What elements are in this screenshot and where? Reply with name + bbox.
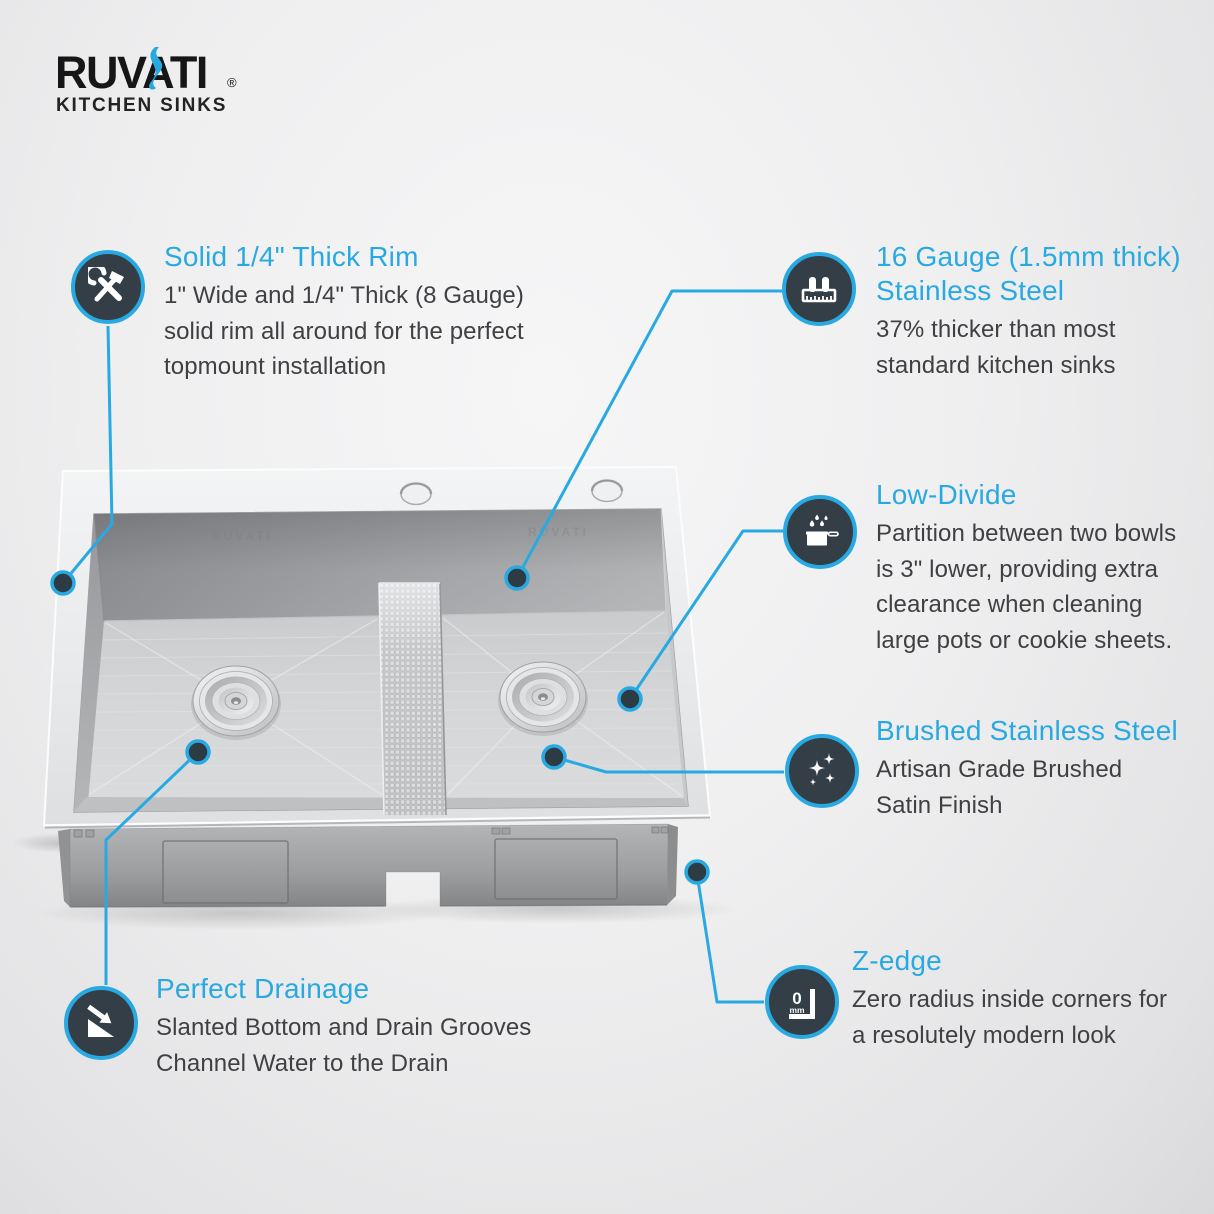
mounting-clips	[73, 826, 669, 838]
drain-right	[497, 661, 589, 737]
connector-line-drainage	[104, 750, 200, 985]
brand-registered-mark: ®	[227, 75, 237, 90]
mm-label: mm	[789, 1005, 805, 1015]
connector-line-low-divide	[628, 529, 783, 700]
callout-dot-gauge	[504, 565, 530, 591]
brushed-callout: Brushed Stainless Steel Artisan Grade Br…	[876, 714, 1196, 823]
tools-icon	[88, 267, 124, 302]
drainage-feature-icon	[64, 986, 138, 1060]
thickness-gauge-icon	[801, 277, 837, 303]
sink-etching-right: RUVATI	[528, 525, 589, 539]
zero-mm-icon: 0 mm	[789, 989, 815, 1019]
sink-under-body	[58, 823, 678, 908]
solid-rim-feature-icon	[71, 250, 145, 324]
sink-etching-left: RUVATI	[212, 529, 273, 543]
z-edge-body: Zero radius inside corners for a resolut…	[852, 986, 1168, 1049]
gauge-title: 16 Gauge (1.5mm thick) Stainless Steel	[876, 241, 1181, 306]
gauge-callout: 16 Gauge (1.5mm thick) Stainless Steel 3…	[876, 240, 1198, 383]
callout-dots	[50, 565, 710, 885]
z-edge-callout: Z-edge Zero radius inside corners for a …	[852, 944, 1182, 1053]
low-divide-body: Partition between two bowls is 3" lower,…	[876, 520, 1177, 654]
brushed-feature-icon	[785, 734, 859, 808]
brand-name: RUVATI	[55, 47, 207, 98]
callout-dot-drainage	[185, 739, 211, 765]
drainage-body: Slanted Bottom and Drain Grooves Channel…	[156, 1014, 532, 1077]
low-divide-callout: Low-Divide Partition between two bowls i…	[876, 478, 1194, 658]
connector-line-gauge	[515, 289, 782, 579]
zero-label: 0	[792, 989, 801, 1008]
slope-drain-icon	[87, 1004, 114, 1037]
z-edge-title: Z-edge	[852, 945, 942, 976]
drain-left	[190, 665, 282, 741]
gauge-feature-icon	[782, 252, 856, 326]
pot-icon	[806, 514, 839, 546]
connector-line-solid-rim	[61, 325, 114, 584]
drainage-callout: Perfect Drainage Slanted Bottom and Drai…	[156, 972, 566, 1081]
brand-logo: RUVATI ® KITCHEN SINKS	[55, 47, 237, 116]
callout-dot-low-divide	[617, 686, 643, 712]
callout-dot-brushed	[541, 744, 567, 770]
faucet-holes	[399, 479, 624, 506]
low-divide-title: Low-Divide	[876, 479, 1017, 510]
drainage-title: Perfect Drainage	[156, 973, 370, 1004]
callout-dot-z-edge	[684, 859, 710, 885]
brushed-title: Brushed Stainless Steel	[876, 715, 1178, 746]
connector-line-z-edge	[695, 873, 764, 1004]
connector-line-brushed	[553, 755, 784, 774]
sink-interior: RUVATI RUVATI	[74, 508, 688, 816]
solid-rim-body: 1" Wide and 1/4" Thick (8 Gauge) solid r…	[164, 282, 524, 380]
sparkles-icon	[808, 753, 836, 786]
callout-dot-solid-rim	[50, 570, 76, 596]
brand-flame-icon	[149, 47, 163, 90]
body-panel-left	[162, 840, 289, 904]
brushed-body: Artisan Grade Brushed Satin Finish	[876, 756, 1123, 819]
low-divide-feature-icon	[783, 495, 857, 569]
solid-rim-title: Solid 1/4" Thick Rim	[164, 241, 419, 272]
z-edge-feature-icon: 0 mm	[765, 965, 839, 1039]
low-divide-strip	[378, 582, 447, 816]
solid-rim-callout: Solid 1/4" Thick Rim 1" Wide and 1/4" Th…	[164, 240, 574, 385]
brand-tagline: KITCHEN SINKS	[56, 95, 227, 116]
body-panel-right	[494, 838, 618, 900]
connector-lines	[61, 289, 784, 1004]
gauge-body: 37% thicker than most standard kitchen s…	[876, 316, 1116, 379]
